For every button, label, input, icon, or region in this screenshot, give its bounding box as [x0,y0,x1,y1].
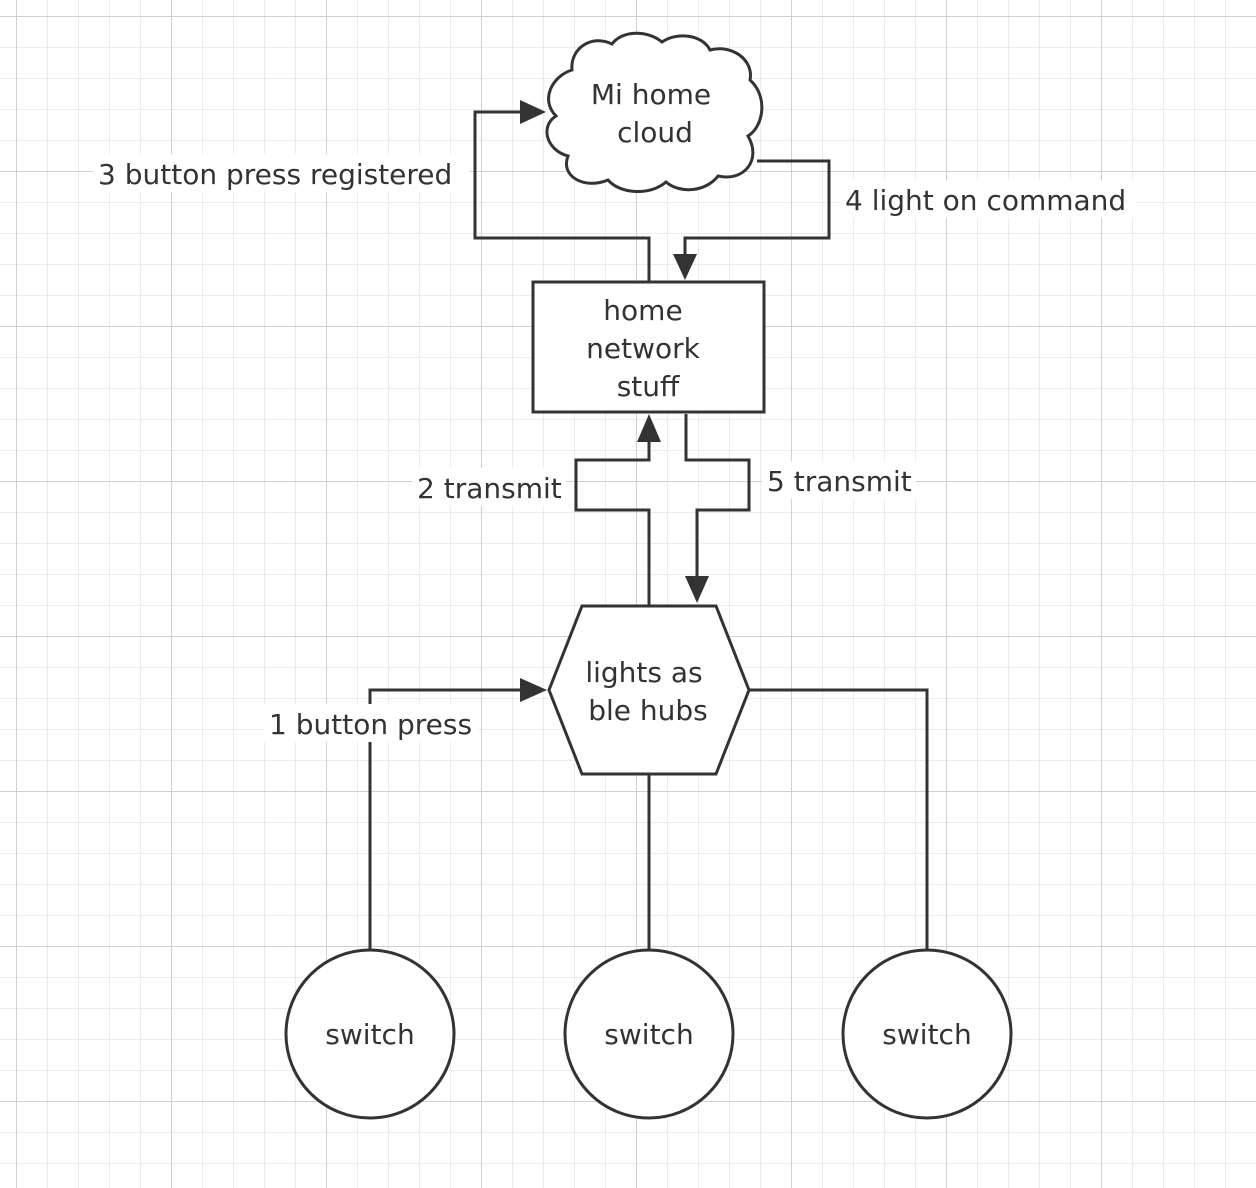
switch-left-shape [284,948,456,1120]
edge-2-label-bg [412,468,566,506]
switch-middle-node[interactable]: switch [563,948,735,1120]
edge-3-line [473,110,651,282]
switch-left-node[interactable]: switch [284,948,456,1120]
edge-2-arrowhead [637,414,661,442]
edge-3-arrowhead [520,100,546,124]
switch-right-shape [841,948,1013,1120]
edge-4-arrowhead [673,254,697,280]
hub-label-line-1: lights as [585,656,702,689]
edge-5-line [684,414,751,578]
network-label-line-2: network [586,332,700,365]
hub-label-line-2: ble hubs [588,694,708,727]
edge-3-label-bg [93,154,469,192]
edge-1-line [368,688,522,951]
network-label-line-3: stuff [617,370,680,403]
switch-right-label: switch [882,1018,971,1051]
cloud-node[interactable]: Mi home cloud [545,31,764,194]
edge-4-label: 4 light on command [845,184,1126,217]
edge-1-arrowhead [520,678,547,702]
switch-right-node[interactable]: switch [841,948,1013,1120]
edge-2-line [574,440,651,605]
hub-node[interactable]: lights as ble hubs [547,604,751,776]
edge-4-line [683,159,831,256]
network-node[interactable]: home network stuff [531,280,766,414]
cloud-label-line-2: cloud [617,116,693,149]
edge-hub-switch-right [749,688,929,951]
network-shape [531,280,766,414]
network-label-line-1: home [603,294,682,327]
edge-4-label-bg [840,180,1136,218]
hub-shape [547,604,751,776]
edge-3-label: 3 button press registered [98,158,452,191]
edge-1-label: 1 button press [269,708,472,741]
switch-left-label: switch [325,1018,414,1051]
edge-5-arrowhead [685,576,709,603]
cloud-shape [545,31,764,194]
edge-1-label-bg [264,704,478,742]
edge-2-label: 2 transmit [417,472,562,505]
cloud-label-line-1: Mi home [591,78,711,111]
switch-middle-label: switch [604,1018,693,1051]
edge-5-label: 5 transmit [767,465,912,498]
switch-middle-shape [563,948,735,1120]
edge-5-label-bg [762,461,916,499]
